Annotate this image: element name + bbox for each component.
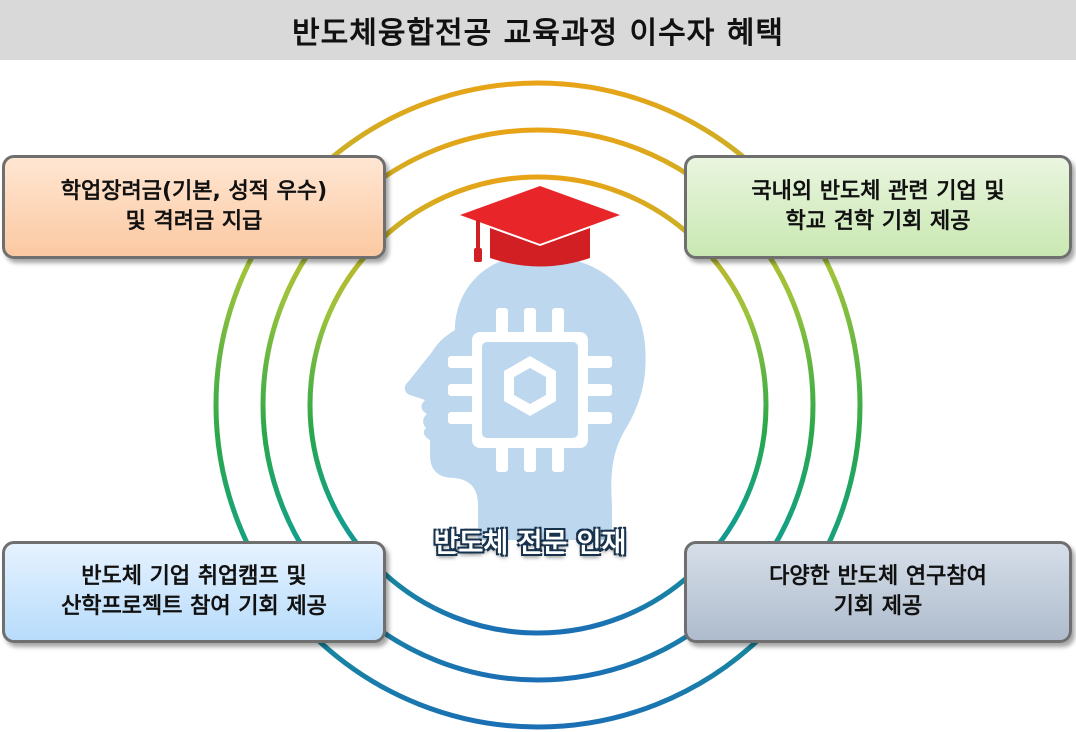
benefit-job-camp-line1: 반도체 기업 취업캠프 및 xyxy=(81,564,307,590)
chip-icon xyxy=(448,308,612,472)
benefit-job-camp: 반도체 기업 취업캠프 및 산학프로젝트 참여 기회 제공 xyxy=(2,541,386,643)
graduation-cap-icon xyxy=(460,186,620,267)
benefit-research-line2: 기회 제공 xyxy=(833,594,923,619)
benefit-job-camp-line2: 산학프로젝트 참여 기회 제공 xyxy=(61,594,327,619)
middle-ring xyxy=(260,127,816,683)
benefit-research-line1: 다양한 반도체 연구참여 xyxy=(769,564,987,590)
outer-ring xyxy=(213,80,863,730)
benefit-company-tour: 국내외 반도체 관련 기업 및 학교 견학 기회 제공 xyxy=(684,155,1072,259)
benefit-scholarship-line1: 학업장려금(기본, 성적 우수) xyxy=(60,179,328,205)
benefit-scholarship-line2: 및 격려금 지급 xyxy=(125,209,263,234)
title-bar: 반도체융합전공 교육과정 이수자 혜택 xyxy=(0,0,1076,60)
benefit-company-tour-line1: 국내외 반도체 관련 기업 및 xyxy=(751,179,1005,205)
page-title: 반도체융합전공 교육과정 이수자 혜택 xyxy=(292,16,784,51)
benefit-company-tour-line2: 학교 견학 기회 제공 xyxy=(785,209,971,234)
benefit-research: 다양한 반도체 연구참여 기회 제공 xyxy=(684,541,1072,643)
inner-ring xyxy=(307,174,769,636)
benefit-scholarship: 학업장려금(기본, 성적 우수) 및 격려금 지급 xyxy=(2,155,386,259)
center-label: 반도체 전문 인재 xyxy=(433,528,627,559)
